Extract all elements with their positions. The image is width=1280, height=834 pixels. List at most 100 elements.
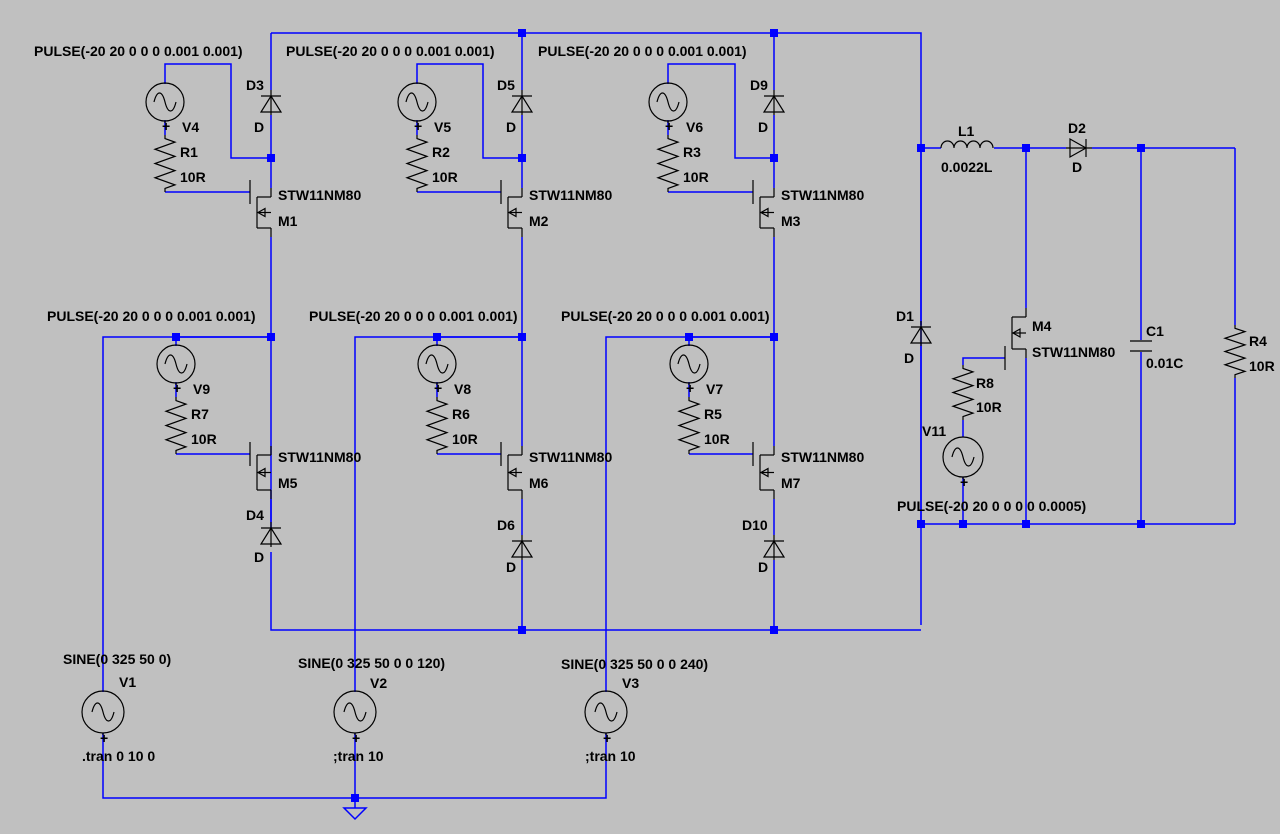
d2-diode[interactable]	[1066, 137, 1092, 159]
svg-text:+: +	[960, 474, 968, 490]
r1-resistor[interactable]	[153, 135, 177, 192]
d4-diode[interactable]	[259, 522, 283, 547]
m4-value-label: STW11NM80	[1032, 344, 1115, 360]
svg-text:+: +	[686, 380, 694, 396]
d4-name-label: D4	[246, 507, 264, 523]
v6-source[interactable]: +	[648, 82, 688, 134]
m7-value-label: STW11NM80	[781, 449, 864, 465]
d5-diode[interactable]	[510, 90, 534, 115]
r8-resistor[interactable]	[951, 365, 975, 420]
r7-resistor[interactable]	[164, 397, 188, 454]
m3-name-label: M3	[781, 213, 801, 229]
v6-value-label: PULSE(-20 20 0 0 0 0.001 0.001)	[538, 43, 747, 59]
m6-name-label: M6	[529, 475, 549, 491]
svg-text:+: +	[173, 380, 181, 396]
d1-diode[interactable]	[909, 321, 933, 346]
v8-source[interactable]: +	[417, 344, 457, 396]
v9-value-label: PULSE(-20 20 0 0 0 0.001 0.001)	[47, 308, 256, 324]
r3-name-label: R3	[683, 144, 701, 160]
m6-mosfet[interactable]	[500, 442, 523, 499]
v7-source[interactable]: +	[669, 344, 709, 396]
v11-name-label: V11	[922, 423, 946, 439]
v4-name-label: V4	[182, 119, 199, 135]
d1-name-label: D1	[896, 308, 914, 324]
v7-value-label: PULSE(-20 20 0 0 0 0.001 0.001)	[561, 308, 770, 324]
r3-resistor[interactable]	[656, 135, 680, 192]
m7-name-label: M7	[781, 475, 801, 491]
d2-name-label: D2	[1068, 120, 1086, 136]
r7-name-label: R7	[191, 406, 209, 422]
v2-source[interactable]: +	[333, 690, 377, 746]
r2-resistor[interactable]	[405, 135, 429, 192]
v9-source[interactable]: +	[156, 344, 196, 396]
r4-resistor[interactable]	[1223, 325, 1247, 378]
m7-mosfet[interactable]	[752, 442, 775, 499]
v4-value-label: PULSE(-20 20 0 0 0 0.001 0.001)	[34, 43, 243, 59]
d10-value-label: D	[758, 559, 768, 575]
m2-value-label: STW11NM80	[529, 187, 612, 203]
v11-value-label: PULSE(-20 20 0 0 0 0 0.0005)	[897, 498, 1086, 514]
svg-text:+: +	[162, 118, 170, 134]
r4-name-label: R4	[1249, 333, 1267, 349]
r3-value-label: 10R	[683, 169, 709, 185]
v2-value-label: SINE(0 325 50 0 0 120)	[298, 655, 445, 671]
m5-value-label: STW11NM80	[278, 449, 361, 465]
svg-text:+: +	[603, 730, 611, 746]
v2-name-label: V2	[370, 675, 387, 691]
c1-name-label: C1	[1146, 323, 1164, 339]
d3-diode[interactable]	[259, 90, 283, 115]
v1-value-label: SINE(0 325 50 0)	[63, 651, 171, 667]
v6-name-label: V6	[686, 119, 703, 135]
r2-name-label: R2	[432, 144, 450, 160]
v1-name-label: V1	[119, 674, 136, 690]
c1-value-label: 0.01C	[1146, 355, 1183, 371]
m2-name-label: M2	[529, 213, 549, 229]
m3-mosfet[interactable]	[752, 180, 775, 237]
directive-tran-1: .tran 0 10 0	[82, 748, 155, 764]
v3-source[interactable]: +	[584, 690, 628, 746]
v5-source[interactable]: +	[397, 82, 437, 134]
l1-inductor[interactable]	[940, 140, 994, 149]
m4-mosfet[interactable]	[1004, 308, 1027, 370]
wires	[102, 32, 1236, 808]
m3-value-label: STW11NM80	[781, 187, 864, 203]
m1-mosfet[interactable]	[249, 180, 272, 237]
m5-mosfet[interactable]	[249, 442, 272, 499]
svg-text:+: +	[665, 118, 673, 134]
v5-name-label: V5	[434, 119, 451, 135]
r7-value-label: 10R	[191, 431, 217, 447]
d9-name-label: D9	[750, 77, 768, 93]
svg-text:+: +	[414, 118, 422, 134]
r1-name-label: R1	[180, 144, 198, 160]
d3-value-label: D	[254, 119, 264, 135]
d6-diode[interactable]	[510, 535, 534, 560]
v11-source[interactable]: +	[942, 436, 984, 490]
v1-source[interactable]: +	[81, 690, 125, 746]
r6-resistor[interactable]	[425, 397, 449, 454]
r1-value-label: 10R	[180, 169, 206, 185]
r6-name-label: R6	[452, 406, 470, 422]
r8-value-label: 10R	[976, 399, 1002, 415]
d9-value-label: D	[758, 119, 768, 135]
d6-value-label: D	[506, 559, 516, 575]
r5-resistor[interactable]	[677, 397, 701, 454]
r5-value-label: 10R	[704, 431, 730, 447]
wire-top-rail	[271, 32, 922, 625]
m5-name-label: M5	[278, 475, 298, 491]
d10-diode[interactable]	[762, 535, 786, 560]
d5-name-label: D5	[497, 77, 515, 93]
v3-name-label: V3	[622, 675, 639, 691]
m2-mosfet[interactable]	[500, 180, 523, 237]
d5-value-label: D	[506, 119, 516, 135]
directive-tran-2: ;tran 10	[333, 748, 384, 764]
v8-name-label: V8	[454, 381, 471, 397]
c1-capacitor[interactable]	[1130, 340, 1152, 352]
svg-text:+: +	[352, 730, 360, 746]
svg-text:+: +	[100, 730, 108, 746]
l1-value-label: 0.0022L	[941, 159, 993, 175]
d3-name-label: D3	[246, 77, 264, 93]
d2-value-label: D	[1072, 159, 1082, 175]
d9-diode[interactable]	[762, 90, 786, 115]
v4-source[interactable]: +	[145, 82, 185, 134]
